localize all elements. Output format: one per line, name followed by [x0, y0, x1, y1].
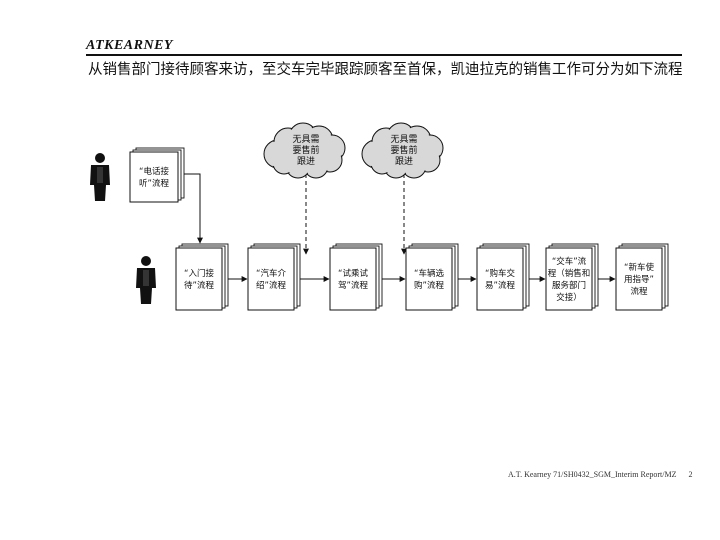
process-box-1-line-2: 待”流程 — [184, 280, 214, 291]
page-title: 从销售部门接待顾客来访，至交车完毕跟踪顾客至首保，凯迪拉克的销售工作可分为如下流… — [88, 62, 683, 78]
process-box-5-line-1: “购车交 — [485, 268, 515, 279]
process-box-4-line-2: 购”流程 — [414, 280, 444, 291]
phone-process-box-line-2: 听”流程 — [139, 178, 169, 189]
followup-cloud-1-line-2: 要售前 — [292, 144, 319, 156]
process-box-7-line-1: “新车使 — [624, 262, 654, 273]
footer-report: A.T. Kearney 71/SH0432_SGM_Interim Repor… — [508, 470, 677, 479]
followup-cloud-2-line-1: 无具需 — [390, 134, 417, 145]
page-number: 2 — [688, 470, 693, 479]
process-box-1-line-1: “入门接 — [184, 268, 214, 279]
phone-process-box-line-1: “电话接 — [139, 166, 169, 177]
followup-cloud-2-line-2: 要售前 — [390, 144, 417, 156]
person-icon-walkin — [136, 256, 156, 304]
process-box-7-line-3: 流程 — [630, 286, 648, 297]
process-box-5-line-2: 易”流程 — [485, 280, 515, 291]
company-logo: ATKEARNEY — [86, 38, 173, 53]
process-box-6-line-3: 服务部门 — [552, 280, 586, 291]
footer: A.T. Kearney 71/SH0432_SGM_Interim Repor… — [508, 470, 693, 479]
process-box-3-line-1: “试乘试 — [338, 268, 368, 279]
phone-to-reception-arrow — [184, 173, 203, 244]
process-box-7-line-2: 用指导” — [624, 274, 654, 285]
process-box-4-line-1: “车辆选 — [414, 268, 444, 279]
process-box-2-line-2: 绍”流程 — [256, 280, 286, 291]
process-box-2-line-1: “汽车介 — [256, 268, 286, 279]
process-box-6-line-4: 交接） — [556, 292, 582, 303]
process-box-6-line-2: 程（销售和 — [548, 268, 591, 279]
followup-cloud-1-line-3: 跟进 — [297, 156, 315, 167]
followup-cloud-2-line-3: 跟进 — [395, 156, 413, 167]
header-rule — [86, 54, 682, 56]
followup-cloud-1-line-1: 无具需 — [292, 134, 319, 145]
process-box-6-line-1: “交车”流 — [552, 256, 587, 267]
person-icon-phone — [90, 153, 110, 201]
process-box-3-line-2: 驾”流程 — [338, 280, 368, 291]
